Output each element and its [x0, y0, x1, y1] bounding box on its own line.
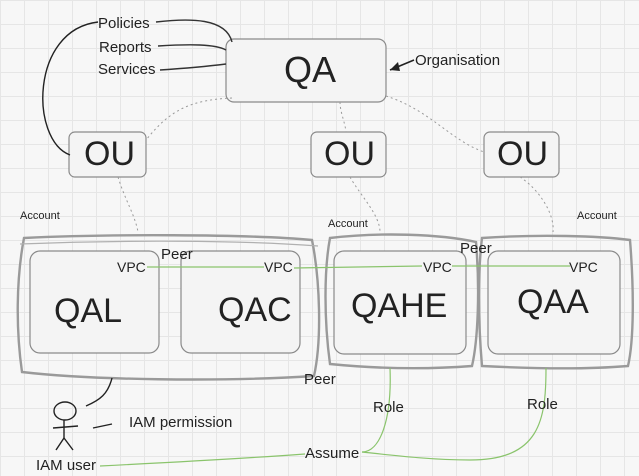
account-group-left-inner — [19, 240, 319, 247]
peer-label-top: Peer — [161, 246, 193, 263]
root-to-ou-left-link — [145, 97, 233, 141]
reports-label: Reports — [99, 39, 152, 56]
account-box-qac — [180, 250, 301, 354]
role-line-qaa — [361, 367, 547, 461]
account-group-left — [16, 234, 321, 381]
account-box-qahe — [333, 250, 467, 355]
account-group-middle — [324, 233, 480, 370]
vpc-label-qac: VPC — [264, 259, 293, 275]
account-label-middle: Account — [328, 218, 368, 230]
assume-label: Assume — [305, 445, 360, 462]
services-connector — [159, 63, 227, 71]
account-qaa-label: QAA — [517, 283, 589, 321]
qa-root-label: QA — [284, 49, 337, 90]
account-qahe-label: QAHE — [351, 287, 448, 325]
qa-root-box — [225, 38, 387, 103]
root-to-ou-right-link — [385, 95, 485, 153]
organisation-arrow-head — [390, 62, 400, 71]
policies-connector — [155, 19, 233, 43]
ou-box-middle — [310, 131, 387, 178]
role-label-qaa: Role — [527, 396, 558, 413]
iam-user-label: IAM user — [36, 457, 97, 474]
account-qal-label: QAL — [54, 292, 123, 330]
organisation-label: Organisation — [415, 52, 501, 69]
ou-right-to-group-link — [519, 176, 554, 233]
iam-permission-label: IAM permission — [129, 414, 233, 431]
assume-line — [99, 453, 306, 467]
vpc-label-qal: VPC — [117, 259, 146, 275]
vpc-label-qaa: VPC — [569, 259, 598, 275]
peer-label-bottom: Peer — [304, 371, 336, 388]
peer-label-mid: Peer — [460, 240, 492, 257]
role-label-qahe: Role — [373, 399, 404, 416]
account-label-left: Account — [20, 210, 60, 222]
vpc-peer-line-qac-qahe — [293, 265, 423, 269]
account-qac-label: QAC — [218, 291, 292, 329]
policies-to-ou-connector — [42, 21, 99, 156]
ou-left-label: OU — [84, 135, 135, 173]
vpc-label-qahe: VPC — [423, 259, 452, 275]
reports-connector — [157, 44, 227, 51]
account-box-qal — [29, 250, 160, 354]
account-group-right — [477, 234, 634, 370]
account-box-qaa — [487, 250, 621, 355]
account-label-right: Account — [577, 210, 617, 222]
iam-user-to-group-connector — [85, 377, 113, 407]
ou-box-right — [483, 131, 560, 178]
ou-left-to-group-link — [117, 176, 139, 233]
policies-label: Policies — [98, 15, 150, 32]
ou-middle-to-group-link — [349, 176, 381, 233]
iam-user-figure — [52, 401, 79, 451]
services-label: Services — [98, 61, 156, 78]
role-line-qahe — [361, 367, 391, 453]
ou-middle-label: OU — [324, 135, 375, 173]
root-to-ou-middle-link — [339, 101, 347, 133]
ou-right-label: OU — [497, 135, 548, 173]
iam-permission-connector — [92, 423, 113, 429]
